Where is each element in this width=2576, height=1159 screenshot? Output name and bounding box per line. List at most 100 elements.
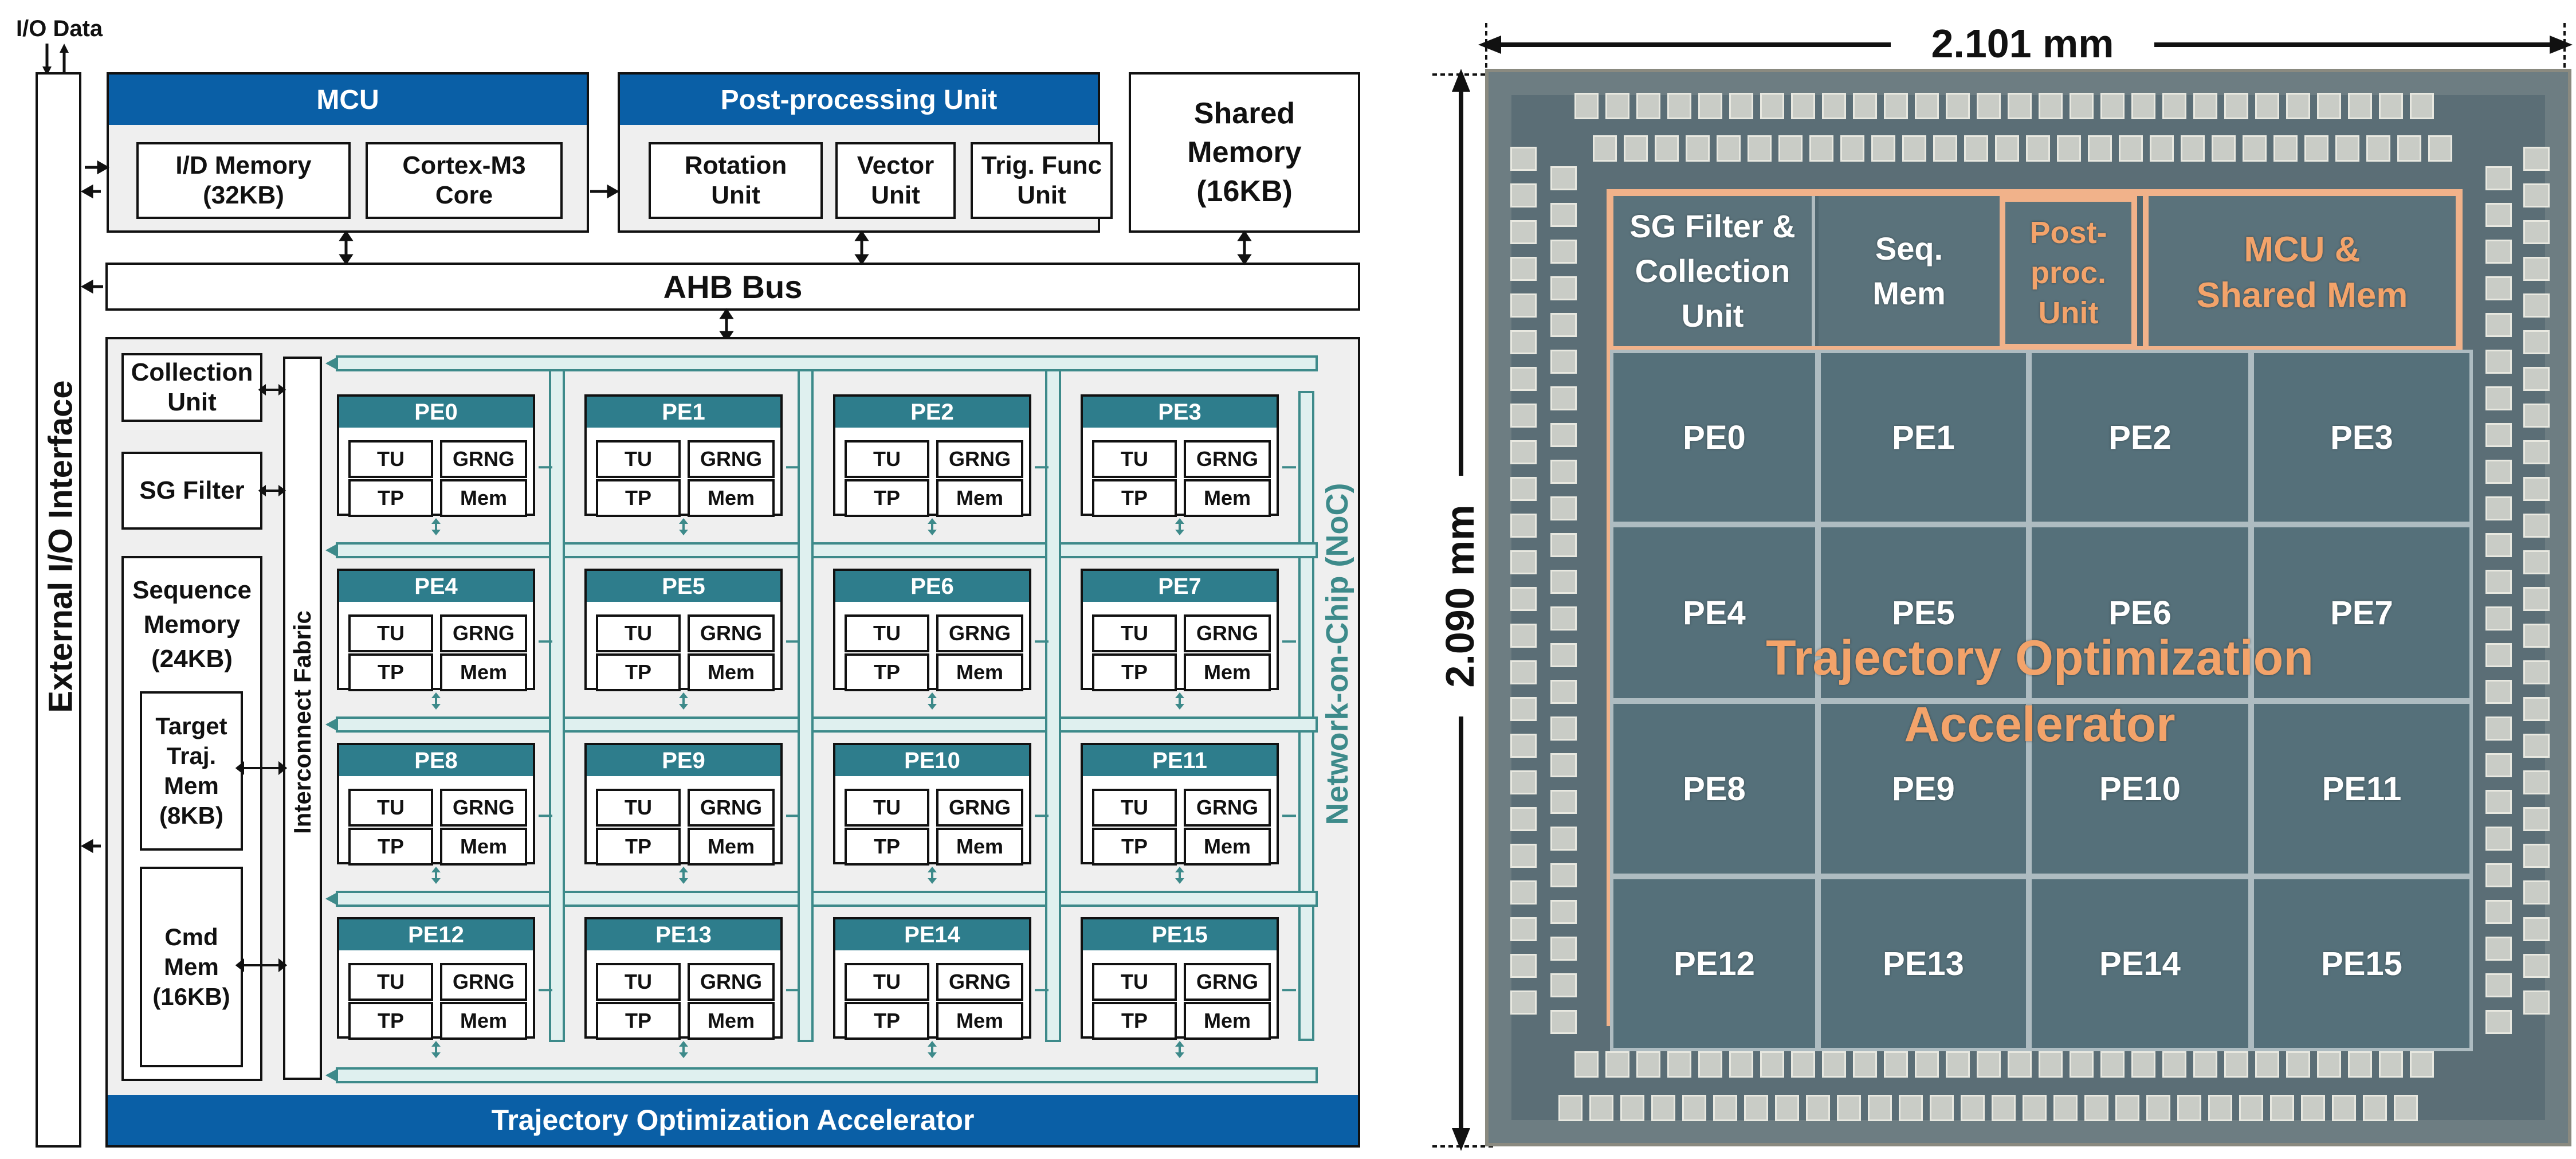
io-pad	[1510, 404, 1537, 428]
io-pad	[2485, 570, 2512, 594]
pe-link-arrow	[431, 1041, 441, 1047]
pe-link-arrow	[928, 1041, 937, 1047]
io-pad	[1550, 753, 1577, 777]
trig-func-unit: Trig. Func Unit	[971, 142, 1113, 219]
io-pad	[1510, 917, 1537, 941]
io-pad	[1624, 135, 1648, 162]
io-pad	[2410, 1051, 2434, 1078]
pe-grng-cell: GRNG	[936, 440, 1023, 478]
io-pad	[2410, 93, 2434, 119]
io-pad	[1550, 680, 1577, 704]
io-pad	[1853, 1051, 1877, 1078]
io-pad	[1510, 550, 1537, 574]
io-pad	[1550, 276, 1577, 300]
io-pad	[2273, 135, 2298, 162]
die-mcu-shared: MCU & Shared Mem	[2143, 196, 2456, 350]
pe-tu-cell: TU	[1092, 614, 1177, 652]
pe-mem-cell: Mem	[440, 1002, 527, 1040]
io-pad	[2026, 135, 2050, 162]
pe-title: PE6	[835, 571, 1029, 602]
io-pad	[1655, 135, 1679, 162]
io-pad	[1902, 135, 1926, 162]
pe-title: PE9	[587, 745, 780, 776]
io-pad	[1884, 93, 1908, 119]
io-pad	[1550, 606, 1577, 631]
io-pad	[2485, 313, 2512, 337]
io-pad	[1510, 477, 1537, 501]
io-pad	[2485, 423, 2512, 447]
pe-tp-cell: TP	[845, 653, 929, 691]
pe-tu-cell: TU	[845, 440, 929, 478]
io-pad	[1760, 1051, 1784, 1078]
die-pe-region: PE12	[1610, 876, 1819, 1051]
post-processing-block: Post-processing Unit Rotation Unit Vecto…	[618, 72, 1113, 233]
pe-tp-cell: TP	[596, 653, 681, 691]
shared-memory: Shared Memory (16KB)	[1129, 72, 1360, 233]
io-pad	[2523, 844, 2550, 868]
io-pad	[1636, 1051, 1660, 1078]
io-pad	[2485, 166, 2512, 190]
io-pad	[1550, 423, 1577, 447]
io-pad	[2485, 203, 2512, 227]
pe-tp-cell: TP	[1092, 479, 1177, 517]
pe-tu-cell: TU	[845, 614, 929, 652]
io-pad	[2523, 734, 2550, 758]
pe-tu-cell: TU	[596, 789, 681, 827]
pe-title: PE8	[339, 745, 533, 776]
io-pad	[2523, 367, 2550, 391]
io-pad	[2523, 697, 2550, 721]
pe-tu-cell: TU	[348, 440, 433, 478]
pe-tp-cell: TP	[1092, 828, 1177, 866]
io-pad	[2224, 1051, 2248, 1078]
io-pad	[1778, 135, 1803, 162]
io-pad	[1840, 135, 1864, 162]
io-pad	[2485, 716, 2512, 741]
io-pad	[1550, 1010, 1577, 1034]
io-pad	[1550, 863, 1577, 887]
pe-grng-cell: GRNG	[440, 440, 527, 478]
io-pad	[2523, 147, 2550, 171]
io-pad	[2193, 93, 2217, 119]
io-pad	[1550, 166, 1577, 190]
pe-link-arrow	[1175, 878, 1184, 884]
io-pad	[2523, 880, 2550, 905]
io-pad	[2485, 863, 2512, 887]
io-pad	[1510, 624, 1537, 648]
pe-link-arrow	[431, 692, 441, 698]
io-pad	[1510, 514, 1537, 538]
pe-link-arrow	[679, 530, 688, 535]
pe-mem-cell: Mem	[1184, 1002, 1271, 1040]
noc-arrow	[325, 543, 338, 557]
pe-link-arrow	[679, 867, 688, 872]
io-pad	[2243, 135, 2267, 162]
io-pad	[1871, 135, 1895, 162]
pe-mem-cell: Mem	[688, 828, 775, 866]
pe-mem-cell: Mem	[1184, 653, 1271, 691]
io-pad	[2485, 643, 2512, 667]
pe-title: PE14	[835, 919, 1029, 950]
pe-grng-cell: GRNG	[1184, 440, 1271, 478]
io-pad	[1946, 1051, 1970, 1078]
pe-link-arrow	[928, 518, 937, 524]
pe-link-arrow	[679, 878, 688, 884]
io-pad	[1510, 183, 1537, 207]
pe-mem-cell: Mem	[688, 653, 775, 691]
bus-connectors	[80, 160, 1252, 853]
io-pad	[2023, 1095, 2047, 1121]
io-pad	[1667, 93, 1691, 119]
io-pad	[1510, 807, 1537, 831]
noc-v-bar	[1045, 369, 1061, 1042]
io-pad	[2088, 135, 2112, 162]
io-pad	[1510, 660, 1537, 684]
interconnect-fabric: Interconnect Fabric	[283, 357, 322, 1080]
io-pad	[2485, 900, 2512, 924]
io-pad	[2084, 1095, 2108, 1121]
pe-link-arrow	[679, 1041, 688, 1047]
io-pad	[1550, 203, 1577, 227]
io-pad	[2115, 1095, 2139, 1121]
